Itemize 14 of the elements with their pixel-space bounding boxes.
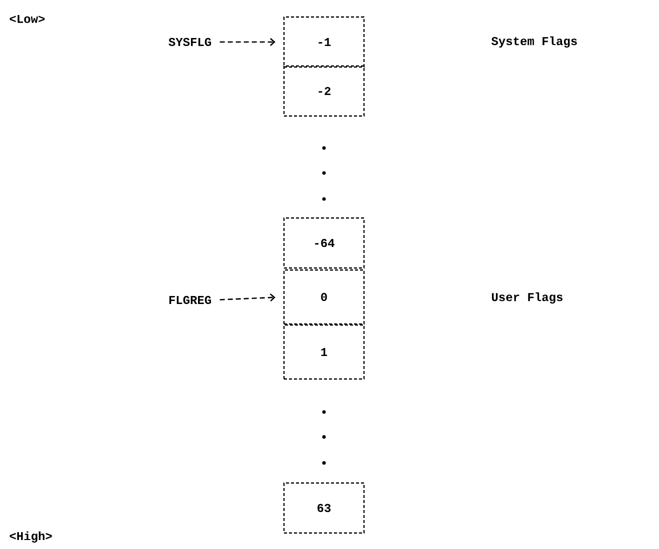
arrow (220, 38, 276, 46)
region-label: System Flags (491, 36, 577, 48)
arrow (220, 294, 276, 302)
memory-cell: 1 (283, 324, 365, 380)
range-label: <Low> (10, 14, 45, 23)
pointer-label: FLGREG (169, 296, 211, 304)
memory-cell: 0 (283, 269, 365, 325)
memory-cell: -64 (283, 217, 365, 269)
region-label: User Flags (492, 292, 562, 304)
memory-cell: -1 (283, 16, 365, 68)
pointer-label: SYSFLG (168, 38, 211, 46)
memory-cell: 63 (283, 482, 365, 534)
memory-cell: -2 (283, 65, 365, 117)
range-label: <High> (10, 531, 52, 543)
